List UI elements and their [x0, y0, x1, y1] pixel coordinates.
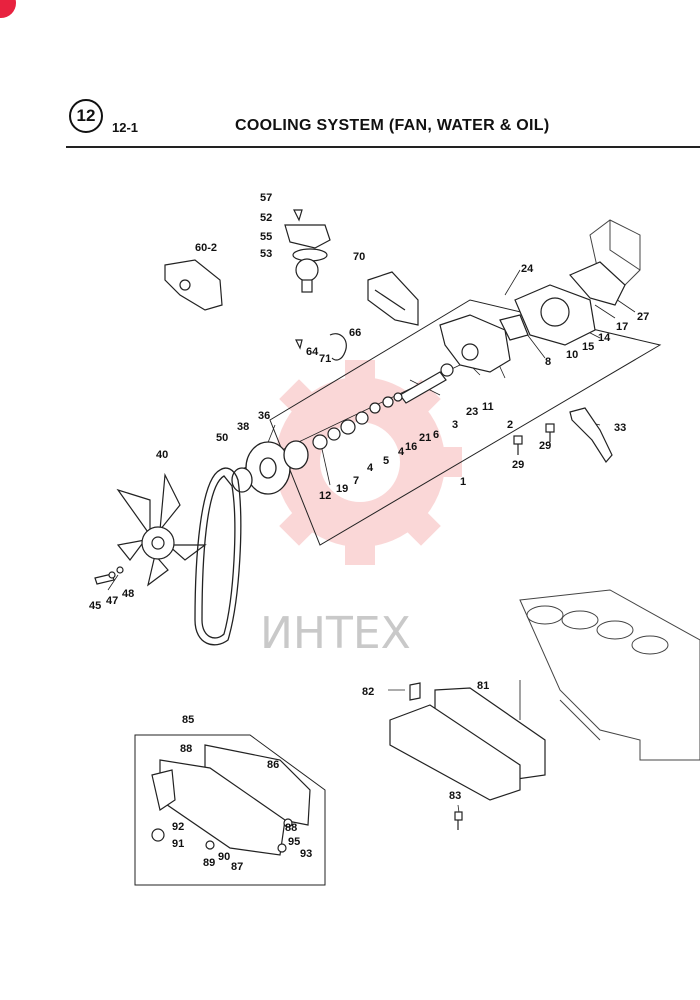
page-header: 12 12-1 COOLING SYSTEM (FAN, WATER & OIL…: [0, 0, 700, 160]
callout-57: 57: [260, 192, 272, 204]
callout-17: 17: [616, 321, 628, 333]
callout-2: 2: [507, 419, 513, 431]
part-bolts-29: [513, 423, 555, 455]
part-cooling-fan: [116, 472, 207, 587]
callout-16: 16: [405, 441, 417, 453]
part-water-pump-body: [439, 261, 626, 373]
callout-5: 5: [383, 455, 389, 467]
callout-88b: 88: [285, 822, 297, 834]
watermark-logo: [258, 360, 462, 565]
part-oil-cooler: [151, 744, 311, 856]
thermostat-parts: [284, 209, 331, 293]
callout-81: 81: [477, 680, 489, 692]
callout-21: 21: [419, 432, 431, 444]
callout-85: 85: [182, 714, 194, 726]
part-plate-70: [367, 271, 419, 326]
callout-29b: 29: [512, 459, 524, 471]
callout-36: 36: [258, 410, 270, 422]
callout-24: 24: [521, 263, 534, 275]
callout-91: 91: [172, 838, 184, 850]
callout-1: 1: [460, 476, 466, 488]
callout-15: 15: [582, 341, 594, 353]
part-oil-cooler-cover: [389, 682, 546, 830]
callout-95: 95: [288, 836, 300, 848]
part-pulley: [231, 440, 309, 495]
callout-14: 14: [598, 332, 611, 344]
callout-11: 11: [482, 401, 494, 413]
part-shaft-bearings: [312, 363, 454, 450]
callout-10: 10: [566, 349, 578, 361]
callout-23: 23: [466, 406, 478, 418]
engine-block-drawing: [519, 589, 700, 761]
callout-4b: 4: [367, 462, 374, 474]
part-bolts-45-47-48: [94, 566, 124, 585]
callout-48: 48: [122, 588, 134, 600]
part-hose-fittings: [295, 333, 347, 361]
callout-45: 45: [89, 600, 101, 612]
callout-60-2: 60-2: [195, 242, 217, 254]
watermark-text: ИНТЕХ: [260, 608, 411, 659]
callout-4a: 4: [398, 446, 405, 458]
callout-82: 82: [362, 686, 374, 698]
callout-12: 12: [319, 490, 331, 502]
callout-52: 52: [260, 212, 272, 224]
callout-6: 6: [433, 429, 439, 441]
part-fan-belt: [194, 467, 242, 646]
callout-93: 93: [300, 848, 312, 860]
callout-83: 83: [449, 790, 461, 802]
callout-55: 55: [260, 231, 272, 243]
callout-19: 19: [336, 483, 348, 495]
part-adjusting-bracket: [569, 407, 613, 464]
callout-90: 90: [218, 851, 230, 863]
callout-70: 70: [353, 251, 365, 263]
page-title: COOLING SYSTEM (FAN, WATER & OIL): [235, 117, 550, 134]
sub-section-number: 12-1: [112, 120, 139, 135]
callout-89: 89: [203, 857, 215, 869]
callout-50: 50: [216, 432, 228, 444]
callout-64: 64: [306, 346, 319, 358]
callout-71: 71: [319, 353, 331, 365]
callout-29a: 29: [539, 440, 551, 452]
callout-53: 53: [260, 248, 272, 260]
callout-8: 8: [545, 356, 551, 368]
callout-33: 33: [614, 422, 626, 434]
pump-assembly-frame: [269, 299, 662, 546]
part-housing-60-2: [164, 259, 223, 311]
section-number: 12: [69, 99, 103, 133]
callout-88a: 88: [180, 743, 192, 755]
callout-40: 40: [156, 449, 168, 461]
callout-87: 87: [231, 861, 243, 873]
callout-66: 66: [349, 327, 361, 339]
callout-92: 92: [172, 821, 184, 833]
callout-labels: 57 52 55 53 60-2 70 24 66 64 71 27 17 14…: [89, 192, 649, 873]
callout-38: 38: [237, 421, 249, 433]
callout-47: 47: [106, 595, 118, 607]
callout-3: 3: [452, 419, 458, 431]
header-rule: [66, 146, 700, 148]
oil-cooler-group-box: [134, 734, 326, 886]
callout-86: 86: [267, 759, 279, 771]
callout-7: 7: [353, 475, 359, 487]
callout-27: 27: [637, 311, 649, 323]
